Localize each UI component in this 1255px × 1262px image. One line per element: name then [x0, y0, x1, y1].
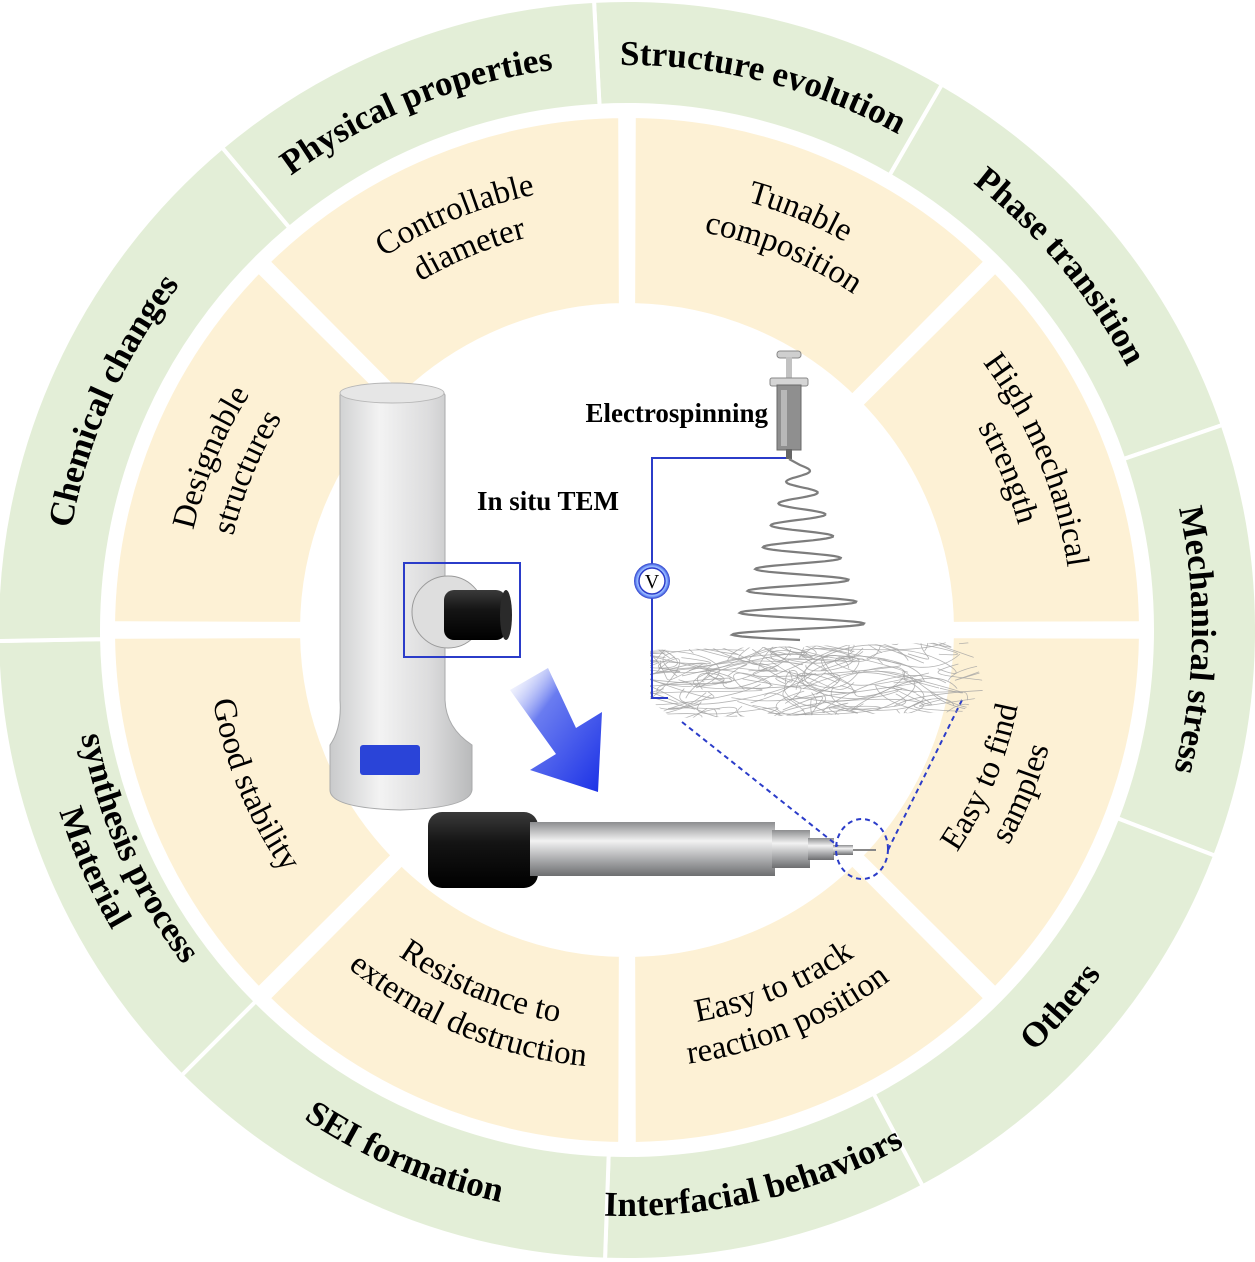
fiber-mat-illustration	[650, 642, 985, 718]
voltmeter-symbol: V	[645, 571, 660, 593]
tem-column-illustration	[329, 382, 521, 811]
circuit-illustration: V	[634, 457, 790, 699]
inner-sector-controllable-diameter	[251, 103, 633, 413]
center-illustration: V Electrospinning In situ TEM	[329, 350, 985, 888]
inner-sector-easy-to-find-samples	[844, 624, 1154, 1006]
holder-focus-box	[403, 562, 521, 658]
inner-sector-high-mechanical-strength	[844, 254, 1154, 636]
zoom-line-right	[887, 699, 963, 851]
arrow-icon	[510, 668, 602, 792]
zoom-line-left	[681, 721, 839, 847]
inner-sector-easy-to-track	[621, 847, 1003, 1157]
syringe-illustration	[769, 350, 809, 459]
fiber-jet-illustration	[729, 458, 866, 642]
in-situ-tem-label: In situ TEM	[477, 486, 619, 516]
inner-sector-resistance	[251, 847, 633, 1157]
inner-sector-designable-structures	[100, 254, 410, 636]
inner-sector-tunable-composition	[621, 103, 1003, 413]
electrospinning-label: Electrospinning	[585, 398, 768, 428]
